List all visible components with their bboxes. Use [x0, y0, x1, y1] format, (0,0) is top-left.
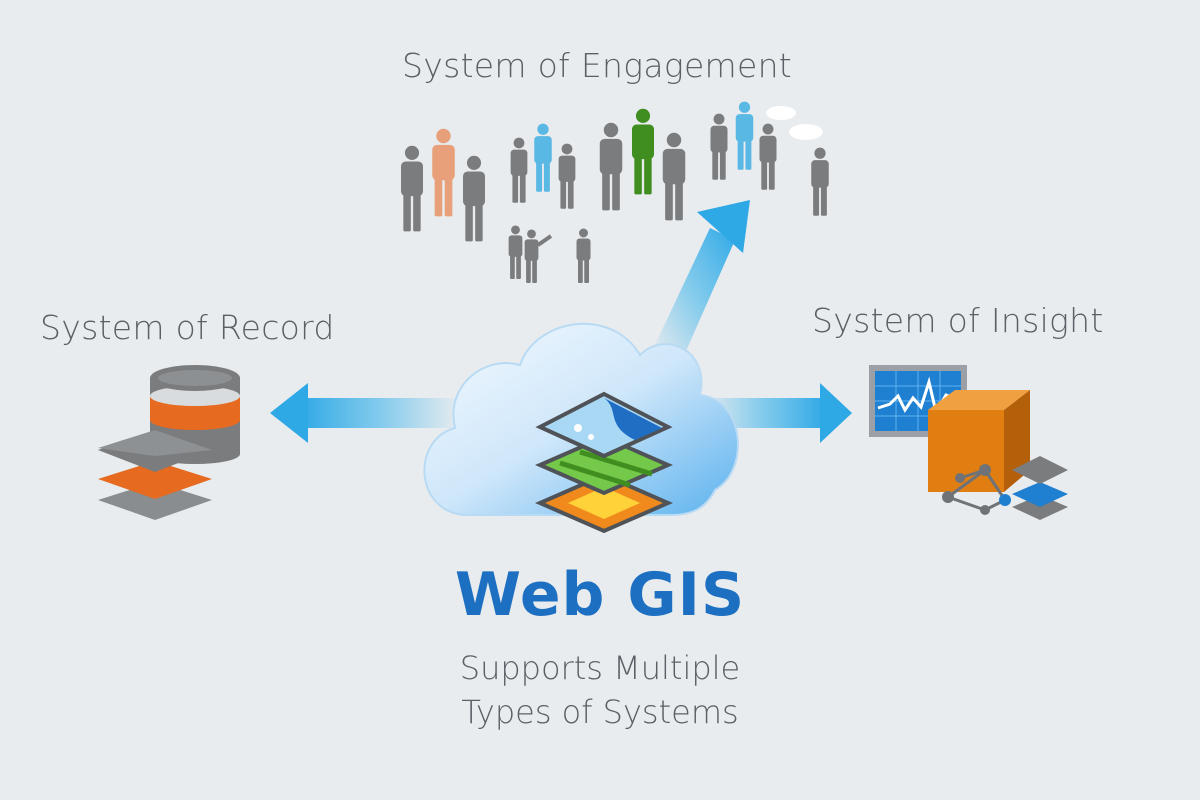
speech-bubble-icon [766, 106, 823, 140]
web-gis-subtitle: Supports Multiple Types of Systems [0, 646, 1200, 734]
subtitle-line-2: Types of Systems [461, 693, 739, 731]
label-system-of-engagement: System of Engagement [402, 46, 793, 85]
layers-icon [98, 430, 212, 520]
web-gis-title: Web GIS [454, 560, 746, 630]
label-system-of-record: System of Record [40, 308, 335, 347]
people-crowd-icon [401, 101, 829, 284]
arrow-to-record [270, 383, 460, 443]
map-layers-icon [535, 391, 673, 534]
network-graph-icon [942, 456, 1068, 520]
subtitle-line-1: Supports Multiple [459, 649, 741, 687]
arrow-to-engagement [655, 200, 750, 360]
label-system-of-insight: System of Insight [812, 301, 1104, 340]
database-icon [150, 365, 240, 464]
cube-icon [928, 390, 1030, 492]
